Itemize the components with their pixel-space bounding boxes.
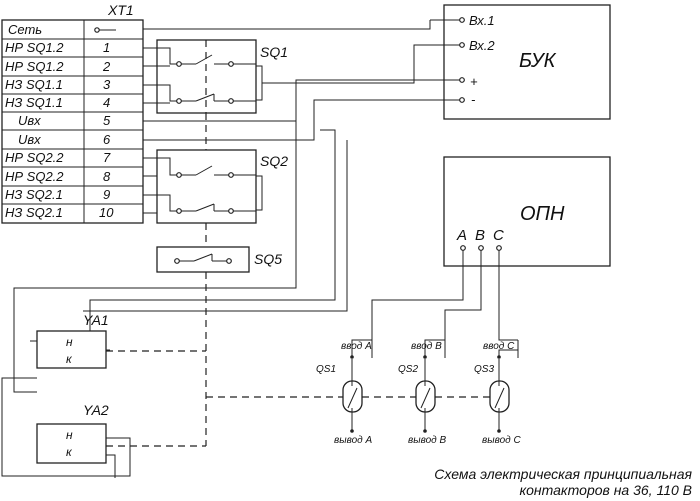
breaker-qs3-input: ввод C [483, 341, 515, 352]
terminal-label: НР SQ1.2 [5, 59, 64, 74]
coil-ya2-k: к [66, 445, 73, 459]
terminal-block-title: XT1 [107, 2, 134, 18]
opn-phase-label: A [456, 227, 467, 244]
terminal-number: 3 [103, 77, 111, 92]
terminal-label: НР SQ1.2 [5, 40, 64, 55]
switch-sq1-label: SQ1 [260, 44, 288, 60]
coil-ya2-title: YA2 [83, 402, 109, 418]
breaker-input-wiring [351, 339, 519, 357]
coil-ya2-n: н [66, 428, 73, 442]
terminal-number: 1 [103, 40, 110, 55]
terminal-label: НР SQ2.2 [5, 150, 64, 165]
coil-ya1-k: к [66, 352, 73, 366]
caption-line-1: Схема электрическая принципиальная [434, 466, 692, 482]
breaker-qs2-input: ввод B [411, 341, 442, 352]
breaker-qs1-name: QS1 [316, 364, 336, 375]
breaker-qs3-name: QS3 [474, 364, 494, 375]
switch-sq5: SQ5 [156, 246, 282, 273]
coil-ya1: YA1 н к [36, 312, 109, 369]
buk-title: БУК [519, 50, 557, 72]
coil-ya2: YA2 н к [36, 402, 109, 464]
buk-port-label: - [471, 92, 476, 107]
terminal-block-xt1: XT1 Сеть НР SQ1.2 НР SQ1.2 НЗ SQ1.1 НЗ S… [1, 2, 144, 224]
switch-sq2-label: SQ2 [260, 153, 288, 169]
mechanical-linkage [106, 40, 490, 447]
breaker-qs2-name: QS2 [398, 364, 418, 375]
buk-port-label: + [470, 74, 478, 89]
opn-phase-label: C [493, 227, 504, 244]
terminal-number: 4 [103, 95, 110, 110]
breaker-qs1-input: ввод A [341, 341, 372, 352]
buk-wiring [143, 20, 431, 141]
mains-switch-icon [94, 27, 116, 33]
terminal-number: 10 [99, 205, 114, 220]
opn-block: ОПН A B C [443, 156, 611, 267]
terminal-number: 5 [103, 113, 111, 128]
coil-wiring [1, 121, 348, 478]
caption-line-2: контакторов на 36, 110 В [519, 482, 693, 498]
buk-port-label: Вх.2 [469, 38, 495, 53]
coil-ya1-n: н [66, 335, 73, 349]
terminal-label: НЗ SQ1.1 [5, 95, 63, 110]
terminal-number: 9 [103, 187, 110, 202]
diagram-caption: Схема электрическая принципиальная конта… [434, 466, 692, 498]
terminal-label: НР SQ2.2 [5, 169, 64, 184]
coil-ya1-title: YA1 [83, 312, 109, 328]
buk-port-label: Вх.1 [469, 13, 495, 28]
terminal-number: 2 [102, 59, 111, 74]
switch-sq1: SQ1 [156, 39, 288, 114]
terminal-number: 7 [103, 150, 111, 165]
terminal-label: Сеть [8, 22, 42, 37]
buk-block: БУК Вх.1 Вх.2 + - [430, 4, 611, 120]
terminal-number: 6 [103, 132, 111, 147]
breaker-qs2-output: вывод B [408, 435, 446, 446]
breaker-qs1-output: вывод A [334, 435, 372, 446]
terminal-label: Uвх [18, 113, 41, 128]
terminal-label: НЗ SQ2.1 [5, 205, 63, 220]
terminal-label: НЗ SQ1.1 [5, 77, 63, 92]
terminal-label: НЗ SQ2.1 [5, 187, 63, 202]
terminal-number: 8 [103, 169, 111, 184]
breaker-qs2: ввод B QS2 вывод B [398, 341, 446, 446]
opn-title: ОПН [520, 203, 565, 225]
phase-wiring [371, 250, 519, 358]
switch-sq2: SQ2 [156, 149, 288, 224]
breaker-qs3-output: вывод C [482, 435, 521, 446]
breaker-qs1: ввод A QS1 вывод A [316, 341, 372, 446]
breaker-qs3: ввод C QS3 вывод C [474, 341, 521, 446]
opn-phase-label: B [475, 227, 485, 244]
switch-sq5-label: SQ5 [254, 251, 282, 267]
terminal-label: Uвх [18, 132, 41, 147]
